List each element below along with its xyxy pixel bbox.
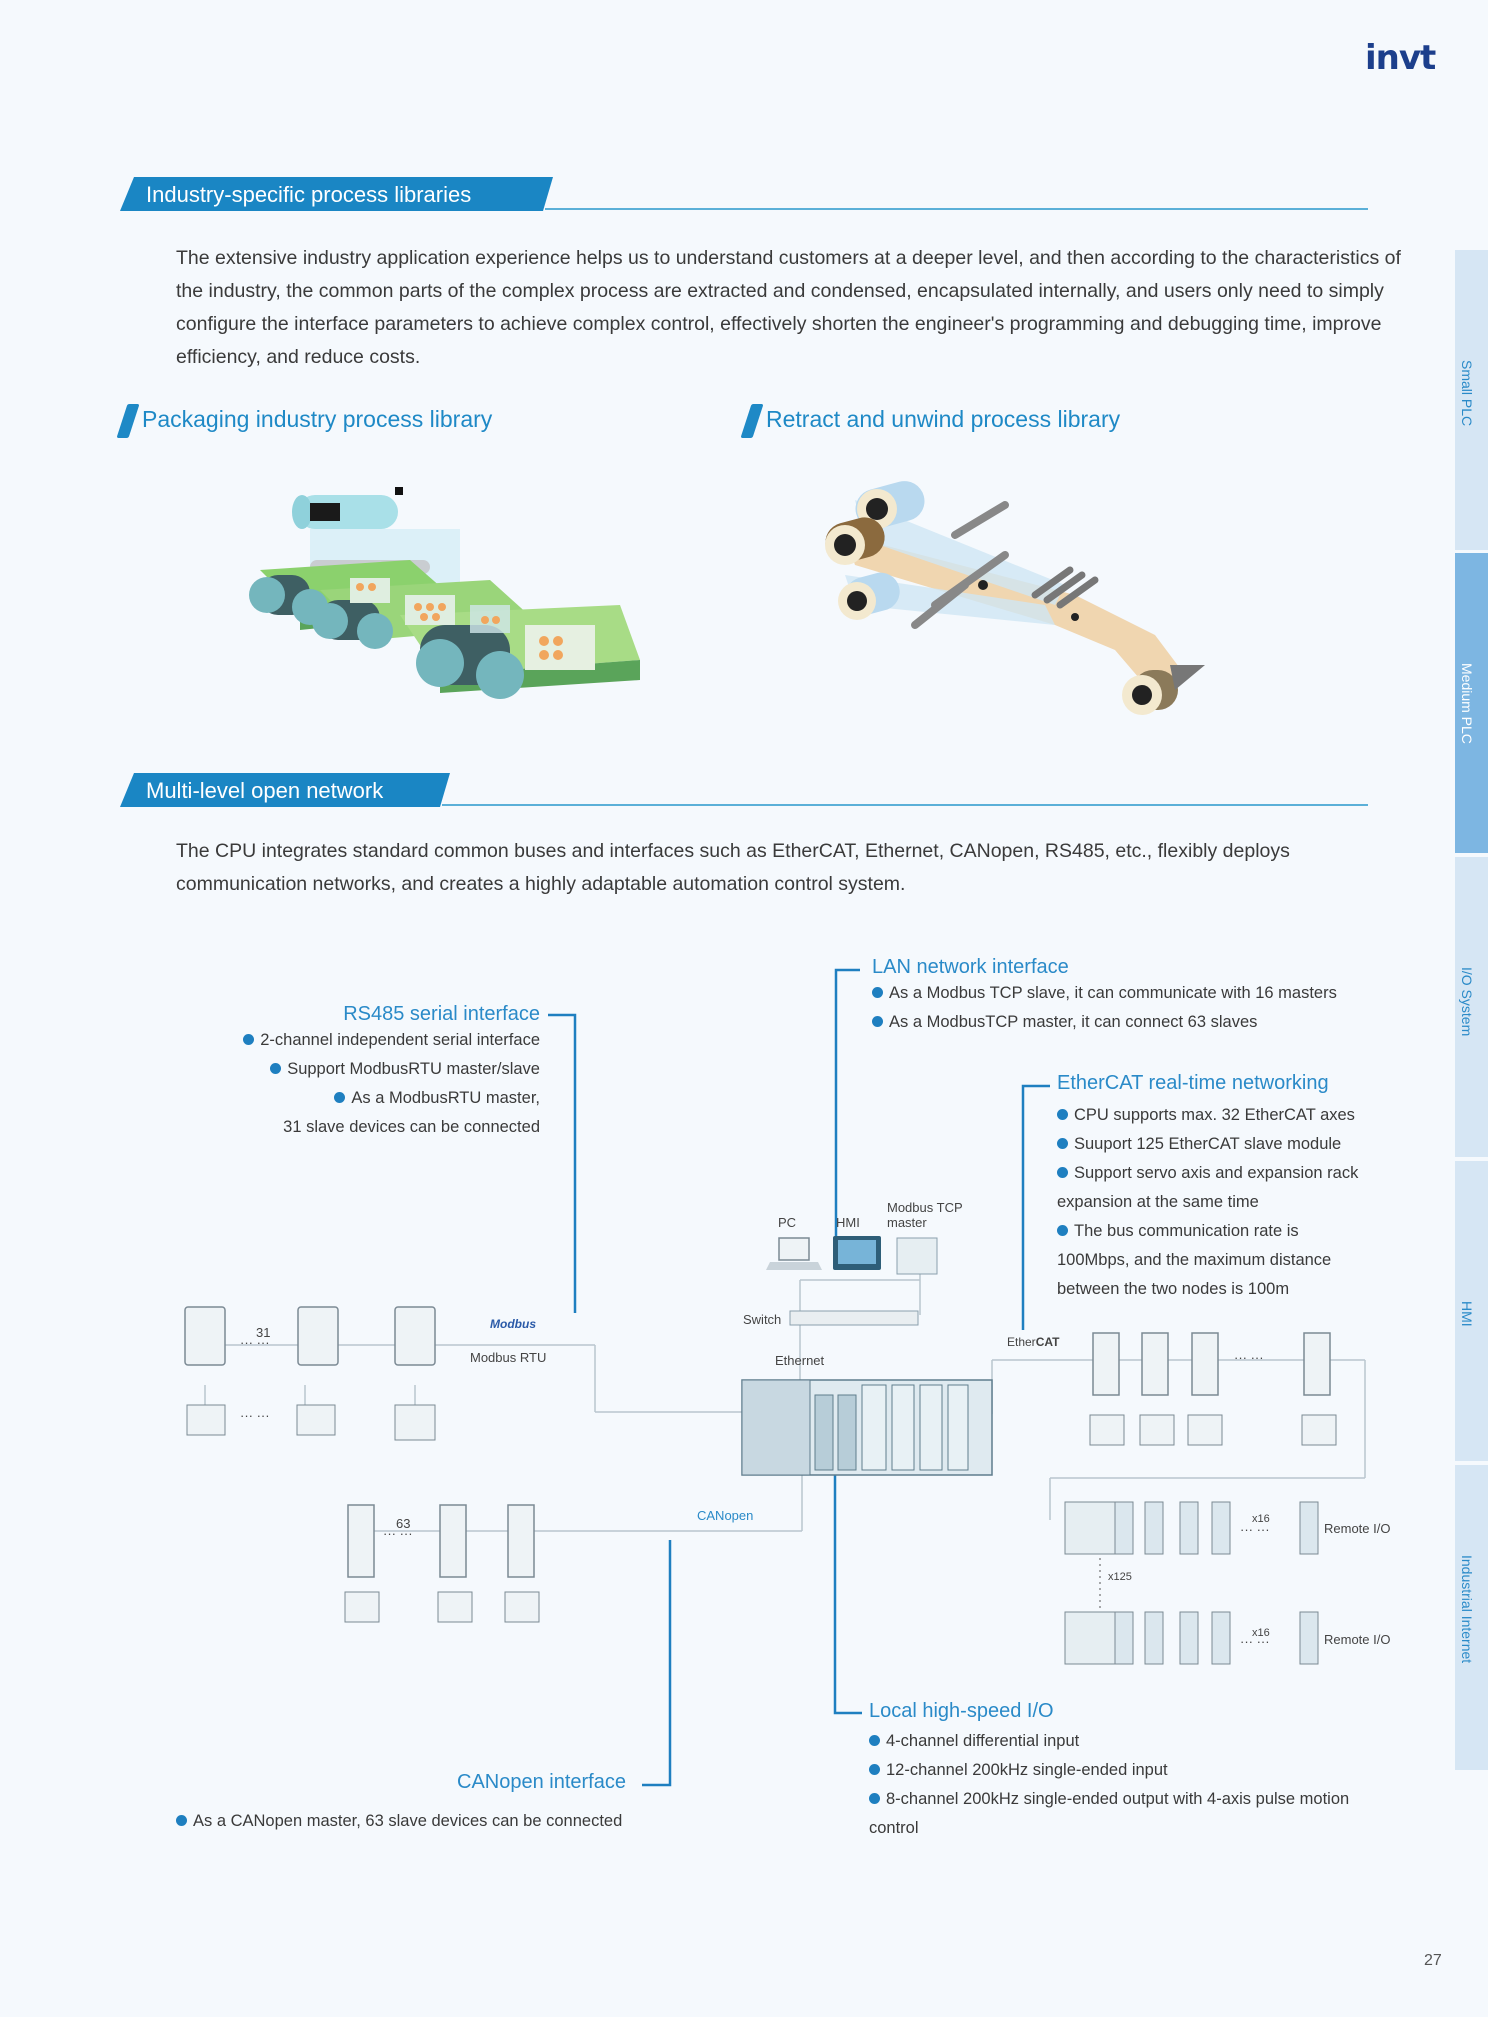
invt-logo: invt <box>1365 38 1436 78</box>
hmi-label: HMI <box>836 1215 860 1230</box>
rs485-line: As a ModbusRTU master, <box>200 1084 540 1113</box>
bullet-icon <box>872 987 883 998</box>
lan-title: LAN network interface <box>872 956 1069 978</box>
switch-label: Switch <box>743 1312 782 1327</box>
local-io-title: Local high-speed I/O <box>869 1700 1054 1722</box>
local-io-annotation: Local high-speed I/O 4-channel different… <box>869 1700 1389 1843</box>
ethercat-annotation: EtherCAT real-time networking CPU suppor… <box>1057 1072 1397 1304</box>
lan-line: As a Modbus TCP slave, it can communicat… <box>872 979 1392 1008</box>
ethercat-callout-line <box>1021 1084 1050 1330</box>
bullet-icon <box>869 1764 880 1775</box>
ellipsis-label: ··· ··· <box>383 1526 413 1541</box>
ethercat-logo-part: CAT <box>1035 1335 1060 1349</box>
section-paragraph: The extensive industry application exper… <box>176 247 1401 368</box>
canopen-line: As a CANopen master, 63 slave devices ca… <box>176 1807 622 1836</box>
local-io-line: control <box>869 1819 919 1837</box>
modbus-logo: Modbus <box>490 1317 536 1331</box>
library-heading-retract: Retract and unwind process library <box>740 404 1121 438</box>
local-io-line: 12-channel 200kHz single-ended input <box>869 1756 1389 1785</box>
count-31-label: 31 <box>256 1325 271 1340</box>
rs485-title: RS485 serial interface <box>343 1003 540 1025</box>
x125-label: x125 <box>1108 1571 1132 1583</box>
bullet-icon <box>869 1793 880 1804</box>
ellipsis-label: ··· ··· <box>1240 1634 1270 1649</box>
ethercat-logo: EtherCAT <box>1007 1335 1059 1349</box>
lan-line: As a ModbusTCP master, it can connect 63… <box>872 1008 1392 1037</box>
section-banner-process-libraries: Industry-specific process libraries <box>120 177 1368 211</box>
bullet-icon <box>869 1735 880 1746</box>
remote-io-label: Remote I/O <box>1324 1632 1391 1647</box>
ethercat-line: expansion at the same time <box>1057 1193 1259 1211</box>
library-heading-packaging: Packaging industry process library <box>116 404 493 438</box>
modbus-tcp-master-label: master <box>887 1215 927 1230</box>
x16-label: x16 <box>1252 1513 1270 1525</box>
tab-medium-plc[interactable]: Medium PLC <box>1455 553 1488 853</box>
ellipsis-label: ··· ··· <box>1240 1522 1270 1537</box>
library-heading-text: Retract and unwind process library <box>766 406 1121 433</box>
rs485-callout-line <box>548 1013 577 1313</box>
lan-callout-line <box>834 968 860 1240</box>
rs485-annotation: RS485 serial interface 2-channel indepen… <box>200 1003 540 1142</box>
bullet-icon <box>872 1016 883 1027</box>
ethercat-logo-part: Ether <box>1007 1335 1036 1349</box>
tab-hmi-label: HMI <box>1459 1301 1475 1327</box>
ellipsis-label: ··· ··· <box>240 1335 270 1350</box>
tab-io-system[interactable]: I/O System <box>1455 857 1488 1157</box>
bullet-icon <box>243 1034 255 1045</box>
rs485-line: 31 slave devices can be connected <box>283 1118 540 1136</box>
bullet-icon <box>176 1815 187 1826</box>
section-banner-network: Multi-level open network <box>120 773 1368 807</box>
tab-small-plc-label: Small PLC <box>1459 360 1475 427</box>
tab-industrial-internet[interactable]: Industrial Internet <box>1455 1465 1488 1770</box>
tab-small-plc[interactable]: Small PLC <box>1455 250 1488 550</box>
ethernet-label: Ethernet <box>775 1353 825 1368</box>
ethercat-line: 100Mbps, and the maximum distance <box>1057 1251 1332 1269</box>
local-io-callout-line <box>833 1475 862 1715</box>
bullet-icon <box>270 1063 282 1074</box>
section-title: Industry-specific process libraries <box>146 182 472 207</box>
section-title: Multi-level open network <box>146 778 384 803</box>
ethercat-line: CPU supports max. 32 EtherCAT axes <box>1057 1101 1397 1130</box>
bullet-icon <box>334 1092 346 1103</box>
remote-io-label: Remote I/O <box>1324 1521 1391 1536</box>
retract-unwind-illustration <box>825 481 1205 715</box>
count-63-label: 63 <box>396 1516 411 1531</box>
bullet-icon <box>1057 1109 1068 1120</box>
section-paragraph: The CPU integrates standard common buses… <box>176 840 1290 895</box>
ethercat-line: The bus communication rate is <box>1057 1217 1397 1246</box>
ellipsis-label: ··· ··· <box>240 1408 270 1423</box>
ethercat-title: EtherCAT real-time networking <box>1057 1072 1329 1094</box>
tab-hmi[interactable]: HMI <box>1455 1161 1488 1461</box>
page-number: 27 <box>1424 1952 1442 1969</box>
modbus-tcp-label: Modbus TCP <box>887 1200 963 1215</box>
bullet-icon <box>1057 1138 1068 1149</box>
pc-label: PC <box>778 1215 797 1230</box>
bullet-icon <box>1057 1225 1068 1236</box>
rs485-line: Support ModbusRTU master/slave <box>200 1055 540 1084</box>
ethercat-line: Suuport 125 EtherCAT slave module <box>1057 1130 1397 1159</box>
bullet-icon <box>1057 1167 1068 1178</box>
modbus-rtu-label: Modbus RTU <box>470 1350 547 1365</box>
ethercat-line: between the two nodes is 100m <box>1057 1280 1290 1298</box>
tab-medium-plc-label: Medium PLC <box>1459 663 1475 744</box>
rs485-line: 2-channel independent serial interface <box>200 1026 540 1055</box>
packaging-line-illustration <box>249 487 640 699</box>
local-io-line: 4-channel differential input <box>869 1727 1389 1756</box>
ellipsis-label: ··· ··· <box>1234 1350 1264 1365</box>
library-heading-text: Packaging industry process library <box>142 406 493 433</box>
tab-industrial-internet-label: Industrial Internet <box>1459 1555 1475 1664</box>
canopen-bus-label: CANopen <box>697 1508 754 1523</box>
canopen-title: CANopen interface <box>457 1771 626 1793</box>
local-io-line: 8-channel 200kHz single-ended output wit… <box>869 1785 1389 1814</box>
lan-annotation: LAN network interface As a Modbus TCP sl… <box>872 956 1392 1037</box>
tab-io-system-label: I/O System <box>1459 967 1475 1037</box>
ethercat-line: Support servo axis and expansion rack <box>1057 1159 1397 1188</box>
canopen-callout-line <box>642 1540 672 1787</box>
x16-label: x16 <box>1252 1627 1270 1639</box>
